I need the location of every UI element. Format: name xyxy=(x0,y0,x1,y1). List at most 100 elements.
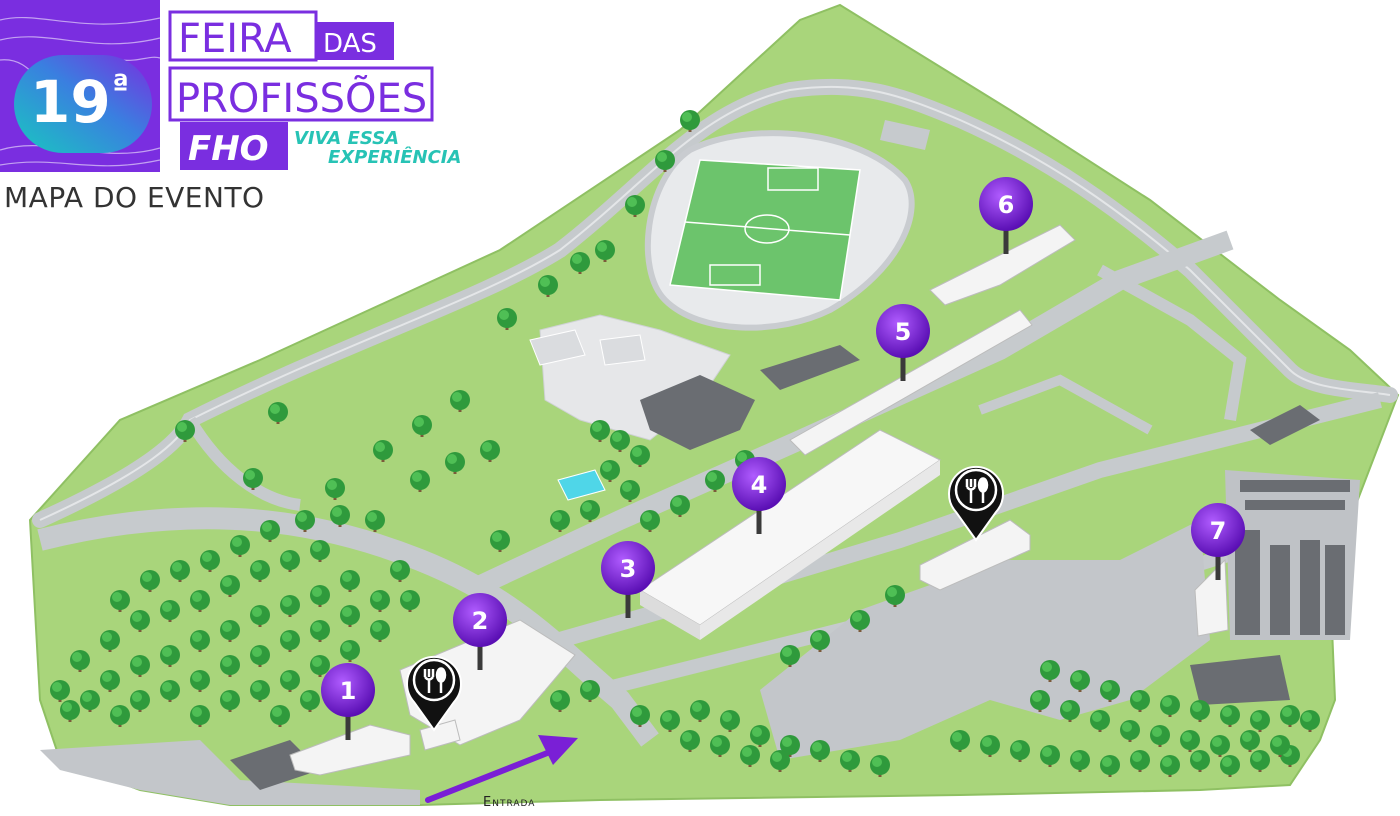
tree-icon xyxy=(220,655,240,677)
tree-icon xyxy=(595,240,615,262)
tree-icon xyxy=(580,680,600,702)
tree-icon xyxy=(410,470,430,492)
tree-icon xyxy=(250,645,270,667)
marker-number: 2 xyxy=(472,607,489,635)
tree-icon xyxy=(885,585,905,607)
tree-icon xyxy=(340,605,360,627)
location-marker-1[interactable]: 1 xyxy=(321,663,375,740)
tree-icon xyxy=(550,690,570,712)
tree-icon xyxy=(230,535,250,557)
tree-icon xyxy=(340,570,360,592)
tree-icon xyxy=(680,110,700,132)
tree-icon xyxy=(373,440,393,462)
trees xyxy=(50,110,1320,777)
tree-icon xyxy=(243,468,263,490)
tree-icon xyxy=(660,710,680,732)
map-subtitle: MAPA DO EVENTO xyxy=(4,181,265,214)
building-6 xyxy=(929,224,1076,306)
tree-icon xyxy=(280,595,300,617)
tree-icon xyxy=(220,690,240,712)
tree-icon xyxy=(1010,740,1030,762)
fork-knife-icon xyxy=(423,667,447,693)
tree-icon xyxy=(260,520,280,542)
tagline-line2: EXPERIÊNCIA xyxy=(328,146,461,168)
tree-icon xyxy=(1210,735,1230,757)
tree-icon xyxy=(1190,750,1210,772)
tree-icon xyxy=(670,495,690,517)
tree-icon xyxy=(50,680,70,702)
tree-icon xyxy=(1180,730,1200,752)
tree-icon xyxy=(980,735,1000,757)
tree-icon xyxy=(390,560,410,582)
tree-icon xyxy=(170,560,190,582)
tree-icon xyxy=(550,510,570,532)
title-feira: FEIRA xyxy=(178,16,292,62)
location-marker-2[interactable]: 2 xyxy=(453,593,507,670)
tree-icon xyxy=(950,730,970,752)
tree-icon xyxy=(690,700,710,722)
tree-icon xyxy=(780,645,800,667)
tree-icon xyxy=(1250,750,1270,772)
tree-icon xyxy=(220,620,240,642)
tree-icon xyxy=(680,730,700,752)
tree-icon xyxy=(1280,705,1300,727)
tree-icon xyxy=(1130,690,1150,712)
tree-icon xyxy=(750,725,770,747)
tree-icon xyxy=(625,195,645,217)
location-marker-7[interactable]: 7 xyxy=(1191,503,1245,580)
tree-icon xyxy=(220,575,240,597)
marker-number: 1 xyxy=(340,677,357,705)
tree-icon xyxy=(1040,745,1060,767)
tree-icon xyxy=(538,275,558,297)
tree-icon xyxy=(370,620,390,642)
food-marker-1[interactable] xyxy=(406,655,462,732)
tree-icon xyxy=(850,610,870,632)
tree-icon xyxy=(655,150,675,172)
tree-icon xyxy=(280,630,300,652)
tree-icon xyxy=(365,510,385,532)
tree-icon xyxy=(1130,750,1150,772)
tree-icon xyxy=(325,478,345,500)
tree-icon xyxy=(630,705,650,727)
tree-icon xyxy=(1270,735,1290,757)
tree-icon xyxy=(1160,695,1180,717)
tree-icon xyxy=(705,470,725,492)
tree-icon xyxy=(70,650,90,672)
tree-icon xyxy=(810,740,830,762)
title-box-feira xyxy=(168,10,318,62)
title-das: DAS xyxy=(323,29,377,59)
tree-icon xyxy=(1100,680,1120,702)
tree-icon xyxy=(370,590,390,612)
edition-number: 19 xyxy=(30,68,111,136)
tree-icon xyxy=(190,670,210,692)
building-1 xyxy=(289,724,411,776)
marker-number: 4 xyxy=(751,471,768,499)
tree-icon xyxy=(280,550,300,572)
location-marker-5[interactable]: 5 xyxy=(876,304,930,381)
tree-icon xyxy=(497,308,517,330)
tree-icon xyxy=(140,570,160,592)
tree-icon xyxy=(490,530,510,552)
tree-icon xyxy=(1070,750,1090,772)
title-box-das xyxy=(316,22,394,60)
tree-icon xyxy=(720,710,740,732)
tree-icon xyxy=(1300,710,1320,732)
location-marker-4[interactable]: 4 xyxy=(732,457,786,534)
marker-number: 6 xyxy=(998,191,1015,219)
location-marker-3[interactable]: 3 xyxy=(601,541,655,618)
tree-icon xyxy=(100,670,120,692)
tree-icon xyxy=(1030,690,1050,712)
tree-icon xyxy=(175,420,195,442)
tree-icon xyxy=(740,745,760,767)
food-marker-2[interactable] xyxy=(948,465,1004,542)
location-marker-6[interactable]: 6 xyxy=(979,177,1033,254)
location-markers: 1 2 3 4 5 6 7 xyxy=(321,177,1245,740)
tree-icon xyxy=(250,680,270,702)
food-hall-east xyxy=(919,519,1031,591)
tree-icon xyxy=(1160,755,1180,777)
tree-icon xyxy=(310,620,330,642)
title-profissoes: PROFISSÕES xyxy=(176,74,427,122)
tree-icon xyxy=(570,252,590,274)
fork-knife-icon xyxy=(965,477,989,503)
